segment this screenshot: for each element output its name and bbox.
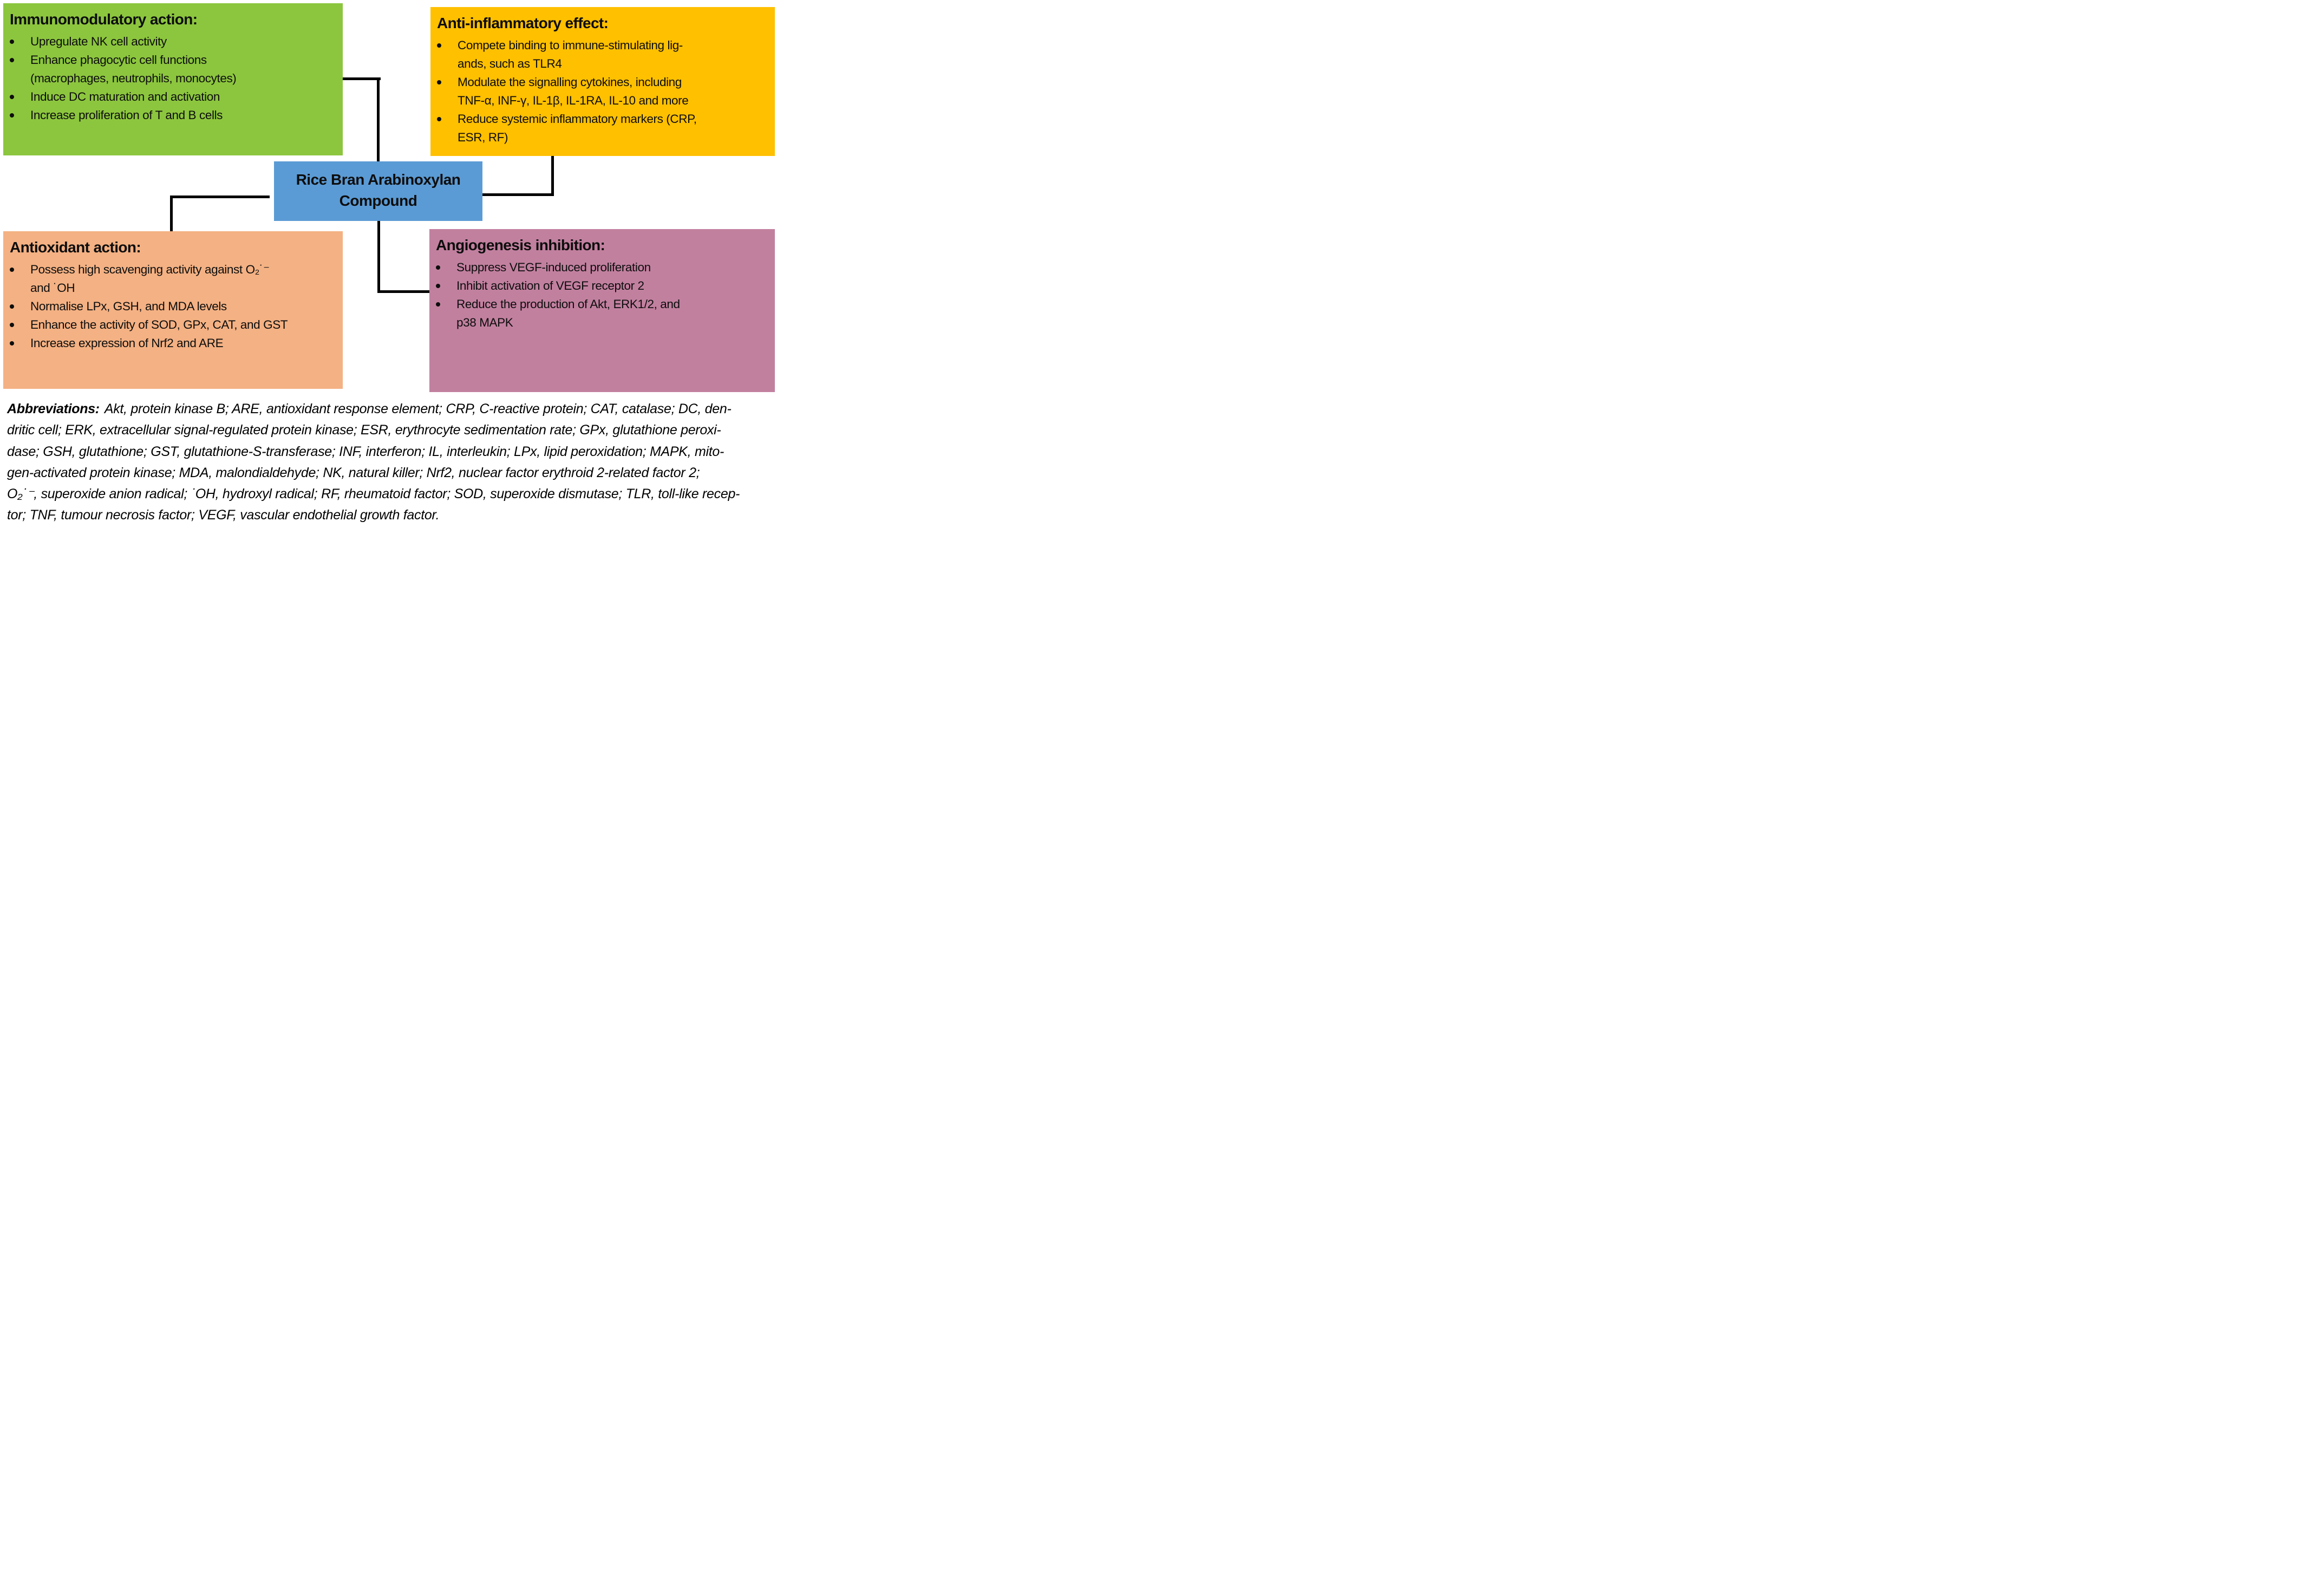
box-anti-inflammatory-effect: Anti-inflammatory effect: Compete bindin… xyxy=(430,7,775,156)
abbreviations-footnote: Abbreviations:Akt, protein kinase B; ARE… xyxy=(7,399,775,526)
connector-peach-vertical xyxy=(170,196,173,231)
bullet-item: Reduce systemic inflammatory markers (CR… xyxy=(430,110,773,147)
center-box-rice-bran-arabinoxylan: Rice Bran Arabinoxylan Compound xyxy=(274,161,482,221)
box-title-anti-inflammatory: Anti-inflammatory effect: xyxy=(437,15,609,31)
box-immunomodulatory-action: Immunomodulatory action: Upregulate NK c… xyxy=(3,3,343,155)
connector-purple-vertical xyxy=(377,221,380,293)
bullet-item: Reduce the production of Akt, ERK1/2, an… xyxy=(429,295,773,332)
box-title-antioxidant: Antioxidant action: xyxy=(10,239,141,256)
connector-yellow-horizontal xyxy=(482,193,554,196)
box-antioxidant-action: Antioxidant action: Possess high scaveng… xyxy=(3,231,343,389)
box-title-angiogenesis: Angiogenesis inhibition: xyxy=(436,237,605,253)
bullet-list-immunomodulatory: Upregulate NK cell activity Enhance phag… xyxy=(3,32,343,125)
bullet-list-angiogenesis: Suppress VEGF-induced proliferation Inhi… xyxy=(429,258,775,332)
bullet-item: Inhibit activation of VEGF receptor 2 xyxy=(429,277,773,295)
figure-canvas: Immunomodulatory action: Upregulate NK c… xyxy=(0,0,775,526)
abbreviations-text: Akt, protein kinase B; ARE, antioxidant … xyxy=(7,401,740,523)
bullet-item: Upregulate NK cell activity xyxy=(3,32,341,51)
connector-green-vertical xyxy=(377,77,380,161)
bullet-list-antioxidant: Possess high scavenging activity against… xyxy=(3,260,343,353)
connector-green-horizontal xyxy=(343,77,381,80)
bullet-item: Modulate the signalling cytokines, inclu… xyxy=(430,73,773,110)
box-title-immunomodulatory: Immunomodulatory action: xyxy=(10,11,198,28)
abbreviations-label: Abbreviations: xyxy=(7,401,100,416)
bullet-item: Enhance phagocytic cell functions (macro… xyxy=(3,51,341,88)
center-box-title: Rice Bran Arabinoxylan Compound xyxy=(296,171,461,209)
bullet-list-anti-inflammatory: Compete binding to immune-stimulating li… xyxy=(430,36,775,147)
bullet-item: Suppress VEGF-induced proliferation xyxy=(429,258,773,277)
bullet-item: Induce DC maturation and activation xyxy=(3,88,341,106)
connector-peach-horizontal xyxy=(170,196,270,198)
connector-yellow-vertical xyxy=(551,156,554,196)
bullet-item: Increase proliferation of T and B cells xyxy=(3,106,341,125)
box-angiogenesis-inhibition: Angiogenesis inhibition: Suppress VEGF-i… xyxy=(429,229,775,392)
bullet-item: Normalise LPx, GSH, and MDA levels xyxy=(3,297,341,316)
bullet-item: Possess high scavenging activity against… xyxy=(3,260,341,297)
connector-purple-horizontal xyxy=(377,290,429,293)
bullet-item: Increase expression of Nrf2 and ARE xyxy=(3,334,341,353)
bullet-item: Enhance the activity of SOD, GPx, CAT, a… xyxy=(3,316,341,334)
bullet-item: Compete binding to immune-stimulating li… xyxy=(430,36,773,73)
